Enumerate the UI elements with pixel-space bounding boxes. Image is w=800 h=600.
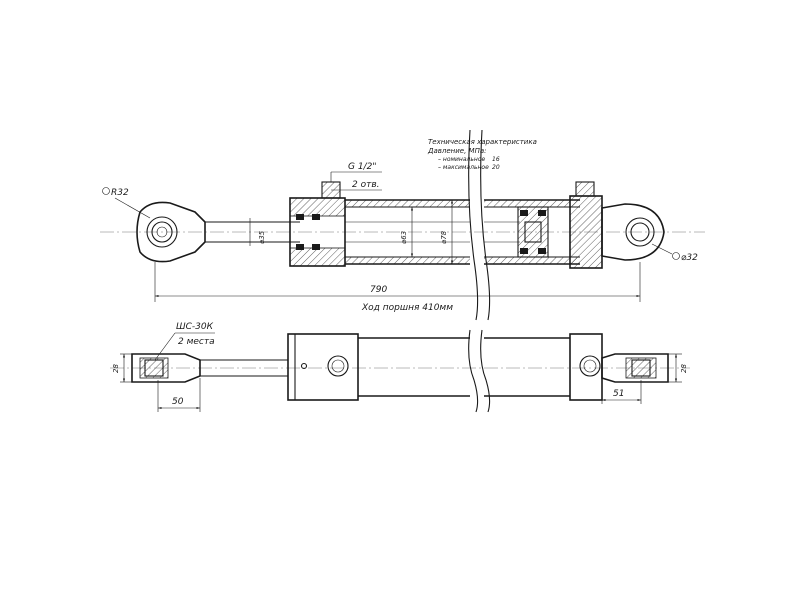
dia32-leader [651,243,673,255]
dia32-symbol [672,252,680,260]
spec-nominal-value: 16 [492,156,500,163]
tube-wall-hatch-tr [484,200,580,207]
right-fork: 28 51 [601,353,688,404]
bottom-rear-head [569,333,603,401]
bottom-port-inner [331,359,345,373]
tube-wall-hatch-tl [345,200,470,207]
right-bearing [631,359,651,377]
port-thread-label: G 1/2" [348,162,376,172]
bearing-label: ШС-30К [176,322,214,332]
rear-port-hatch [576,182,594,196]
overall-dimension: 790 Ход поршня 410мм [154,262,641,313]
left-fork: 28 ШС-30К 2 места 50 [112,322,215,412]
tube-wall-hatch-bl [345,257,470,264]
bottom-port [327,355,349,377]
left-eye-bore [146,216,178,248]
left-bearing [144,359,164,377]
tube-wall-hatch-br [484,257,580,264]
bearing-count-label: 2 места [178,337,215,347]
r32-leader [114,197,151,219]
piston-seal-4 [538,248,546,254]
bottom-rear-port [579,355,601,377]
spec-nominal-label: – номинальное [438,156,485,163]
left-eye-outline [136,201,206,263]
right-eye-bore [625,217,655,247]
left-eye-pin [151,221,173,243]
seal-top-1 [296,214,304,220]
bottom-screw [300,362,308,370]
break-line-left [468,129,479,321]
r32-symbol [102,187,110,195]
spec-max-value: 20 [492,164,500,171]
piston-rod: ⌀35 [205,218,300,246]
left-bearing-hatch [139,357,169,379]
bottom-break-left [468,329,479,413]
seal-top-2 [312,214,320,220]
right-bearing-hatch [625,357,657,379]
spec-pressure-label: Давление, МПа: [427,147,487,155]
spec-title: Техническая характеристика [428,138,537,146]
piston-seal-1 [520,210,528,216]
piston-nut [524,221,542,243]
spec-block: Техническая характеристика Давление, МПа… [427,138,537,171]
port-count-label: 2 отв. [352,180,380,190]
bottom-rear-port-inner [583,359,597,373]
front-head: G 1/2" 2 отв. [289,162,382,267]
bottom-view: 28 ШС-30К 2 места 50 [110,322,690,413]
break-line-right [480,129,491,321]
rod-dia-label: ⌀35 [258,230,266,244]
seal-bottom-1 [296,244,304,250]
radius-left-label: R32 [111,188,129,198]
piston-seal-2 [538,210,546,216]
bottom-cylinder [287,329,603,413]
rear-head: ⌀32 [569,181,698,269]
width-left-label: 28 [112,364,120,373]
seal-bottom-2 [312,244,320,250]
bore-dia-label: ⌀63 [400,231,408,244]
right-eye-pin [630,222,650,242]
outer-dia-label: ⌀78 [440,230,448,244]
bottom-break-right [480,329,491,413]
rear-head-hatch [570,196,602,268]
top-view: R32 ⌀35 G 1/2" 2 отв. [100,129,705,321]
stroke-label: Ход поршня 410мм [361,303,453,313]
bottom-front-head [287,333,359,401]
dia-right-label: ⌀32 [681,253,698,263]
left-eye-center [156,226,168,238]
front-head-hatch-top [289,197,346,217]
overall-length-label: 790 [370,285,387,295]
dim-left-label: 50 [172,397,184,407]
right-eye-outline [601,203,665,261]
left-rod-eye: R32 [102,187,206,263]
bearing-leader [154,332,176,361]
width-right-label: 28 [680,364,688,373]
piston-seal-3 [520,248,528,254]
spec-max-label: – максимальное [438,164,489,171]
piston [517,206,549,258]
dim-right-label: 51 [613,389,624,399]
front-head-hatch-bottom [289,247,346,267]
